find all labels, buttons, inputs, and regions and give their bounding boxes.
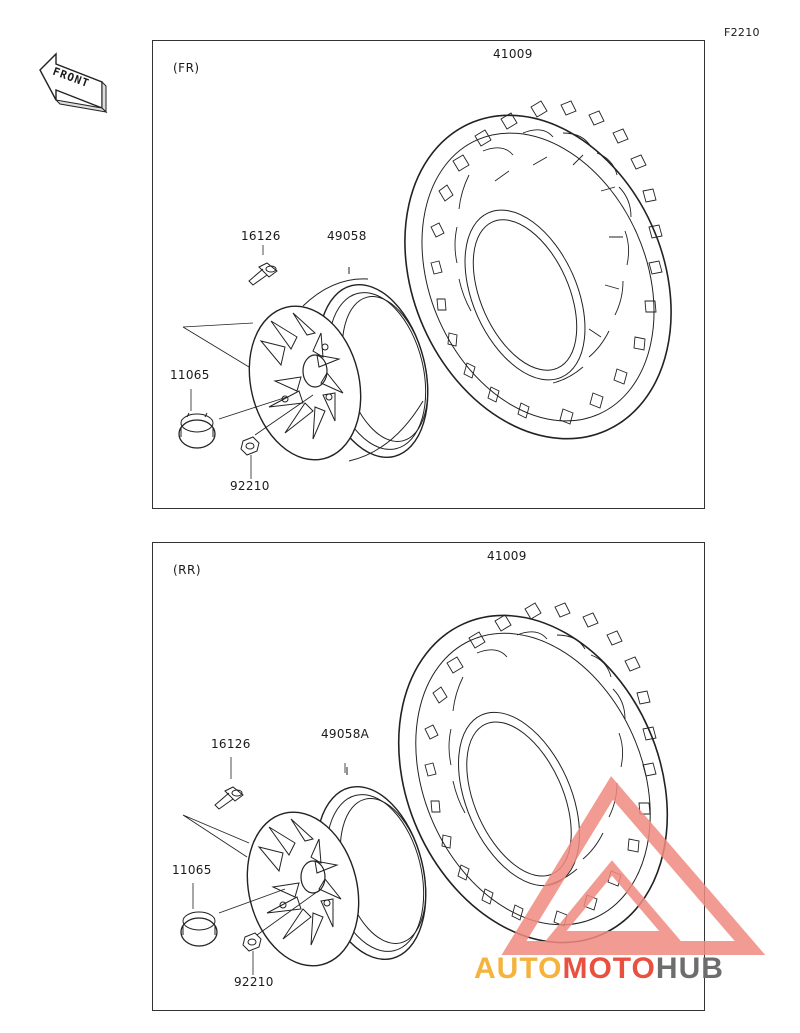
callout-tire: 41009 — [492, 47, 534, 61]
rear-wheel-panel: (RR) — [152, 542, 705, 1011]
callout-cap: 11065 — [169, 368, 211, 382]
valve-stem-drawing — [214, 786, 244, 810]
brand-part-hub: HUB — [655, 952, 724, 985]
lug-nut-drawing — [242, 932, 262, 952]
lug-nut-drawing — [240, 436, 260, 456]
center-cap-drawing — [180, 911, 218, 947]
front-arrow-icon — [39, 52, 108, 114]
page-code: F2210 — [724, 26, 760, 39]
valve-stem-drawing — [248, 262, 278, 286]
front-wheel-panel: (FR) — [152, 40, 705, 509]
panel-label-rear: (RR) — [173, 563, 202, 577]
wheel-hub-drawing — [246, 811, 360, 967]
callout-wheel: 49058A — [320, 727, 371, 741]
callout-valve: 16126 — [240, 229, 282, 243]
callout-valve: 16126 — [210, 737, 252, 751]
watermark-brand: AUTOMOTOHUB — [474, 952, 724, 986]
panel-label-front: (FR) — [173, 61, 200, 75]
callout-cap: 11065 — [171, 863, 213, 877]
callout-wheel: 49058 — [326, 229, 368, 243]
center-cap-drawing — [178, 412, 216, 449]
watermark-triangle-icon — [501, 776, 766, 955]
callout-nut: 92210 — [229, 479, 271, 493]
tire-drawing — [404, 49, 672, 440]
brand-part-moto: MOTO — [562, 952, 656, 985]
brand-part-auto: AUTO — [474, 952, 563, 985]
front-wheel-drawing — [178, 49, 672, 481]
wheel-hub-drawing — [248, 305, 362, 461]
callout-tire: 41009 — [486, 549, 528, 563]
callout-nut: 92210 — [233, 975, 275, 989]
